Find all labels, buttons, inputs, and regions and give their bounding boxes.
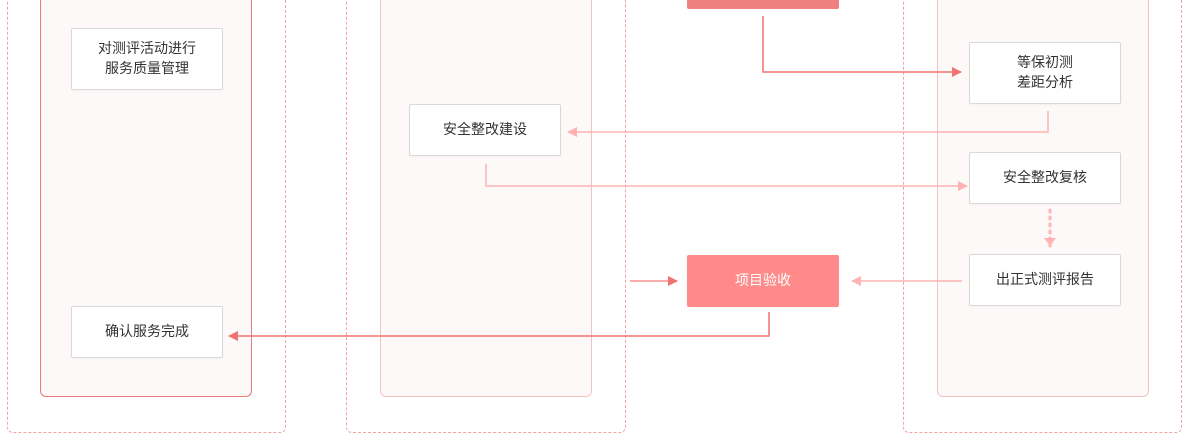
node-security-rectification: 安全整改建设 [409,104,561,156]
arrow-gap-to-rectification [567,111,1049,137]
node-project-acceptance: 项目验收 [687,255,839,307]
node-formal-report: 出正式测评报告 [969,254,1121,306]
top-process-node [687,0,839,9]
node-project-acceptance-label: 项目验收 [735,273,791,289]
node-confirm-service: 确认服务完成 [71,306,223,358]
arrow-top-to-gap-analysis [762,16,962,77]
node-gap-analysis: 等保初测 差距分析 [969,42,1121,104]
node-formal-report-label: 出正式测评报告 [996,272,1094,288]
swimlane-inner-2 [380,0,592,397]
node-rectification-review-label: 安全整改复核 [1003,170,1087,186]
node-service-quality-label: 对测评活动进行 服务质量管理 [98,41,196,77]
arrow-review-to-report-head [1044,238,1056,246]
arrow-acceptance-to-confirm [228,312,770,341]
node-security-rectification-label: 安全整改建设 [443,122,527,138]
node-service-quality: 对测评活动进行 服务质量管理 [71,28,223,90]
node-rectification-review: 安全整改复核 [969,152,1121,204]
node-gap-analysis-label: 等保初测 差距分析 [1017,55,1073,91]
node-confirm-service-label: 确认服务完成 [105,324,189,340]
arrow-rectification-to-review [485,164,968,191]
